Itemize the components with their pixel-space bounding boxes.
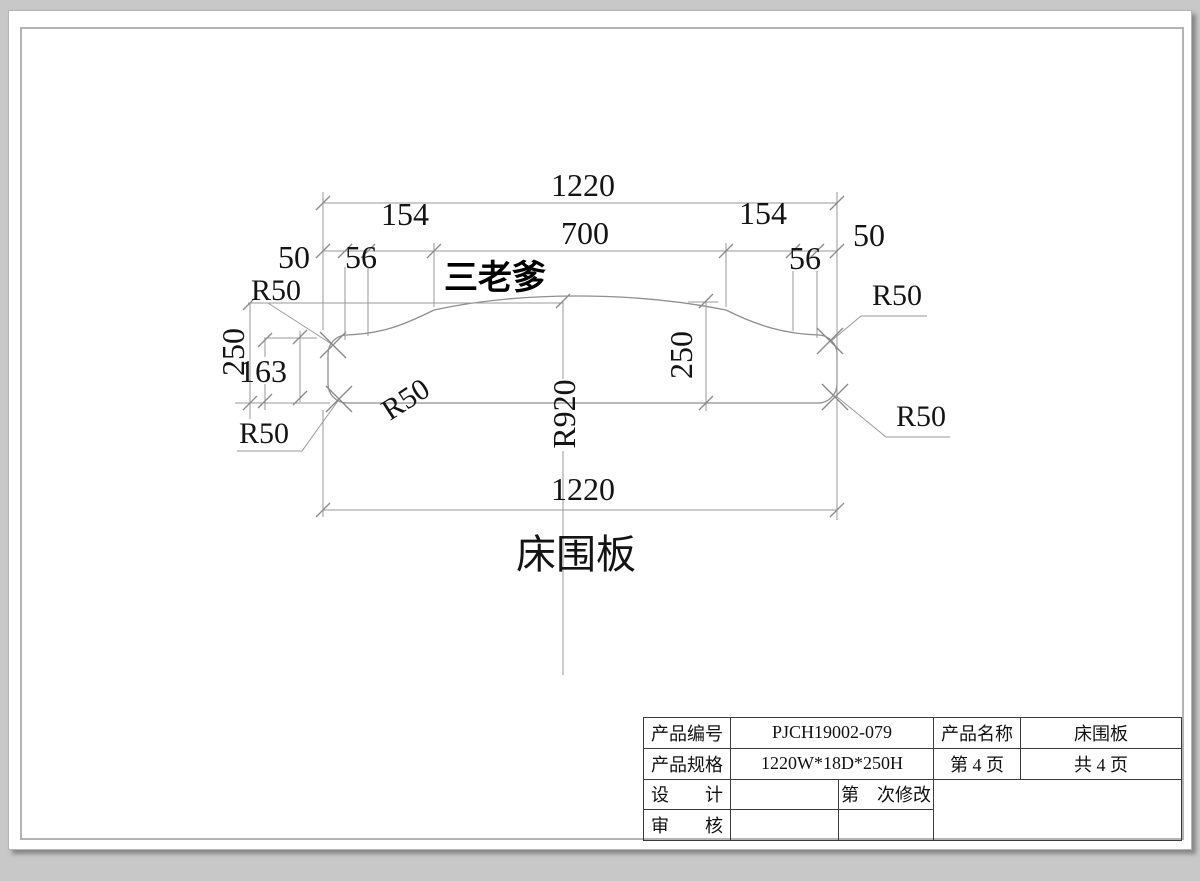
product-no-value: PJCH19002-079 [729,717,935,749]
title-block-row-1: 产品编号 PJCH19002-079 产品名称 床围板 [643,717,1183,749]
revision-value [837,809,935,841]
drawing-sheet [8,10,1192,850]
spec-value: 1220W*18D*250H [729,747,935,780]
design-value [730,778,839,811]
design-label: 设 计 [643,778,731,811]
product-name-label: 产品名称 [933,717,1022,749]
title-block-row-3: 设 计 第 次修改 [643,778,1183,841]
title-block-row-2: 产品规格 1220W*18D*250H 第 4 页 共 4 页 [643,747,1183,780]
page-no: 第 4 页 [933,747,1022,780]
audit-value [730,809,839,841]
title-block: 产品编号 PJCH19002-079 产品名称 床围板 产品规格 1220W*1… [643,717,1183,841]
sheet-border-frame [20,27,1184,840]
product-no-label: 产品编号 [643,717,731,749]
remarks-cell [933,778,1183,841]
audit-label: 审 核 [643,809,731,841]
page-total: 共 4 页 [1020,747,1183,780]
title-block-row-4: 审 核 [643,809,1182,841]
revision-label: 第 次修改 [837,778,935,811]
spec-label: 产品规格 [643,747,731,780]
product-name-value: 床围板 [1020,717,1183,749]
